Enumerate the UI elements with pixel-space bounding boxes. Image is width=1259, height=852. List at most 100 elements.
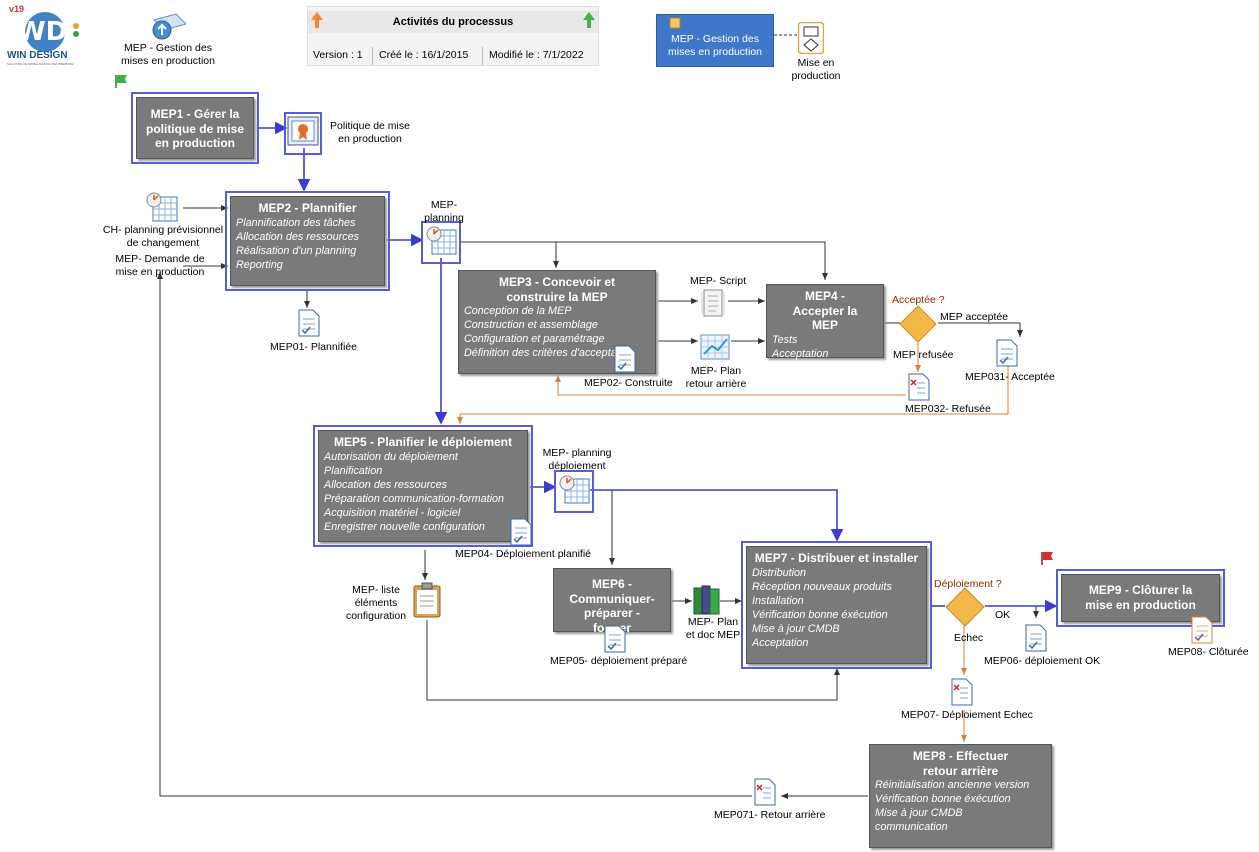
script-label: MEP- Script xyxy=(690,275,747,287)
down-arrow-icon[interactable] xyxy=(582,11,596,34)
process-item: Planification xyxy=(324,464,383,477)
rejected-document-icon[interactable] xyxy=(908,373,930,401)
process-item: Mise à jour CMDB xyxy=(752,622,840,635)
books-icon[interactable] xyxy=(693,584,721,621)
decision-deploiement-yes: OK xyxy=(995,609,1011,621)
document-icon[interactable] xyxy=(604,625,626,653)
process-item: Réalisation d'un planning xyxy=(236,244,357,257)
decision-acceptee[interactable] xyxy=(899,305,937,348)
mep04-label: MEP04- Déploiement planifié xyxy=(455,548,591,560)
process-item: Tests xyxy=(772,333,798,346)
process-item: Distribution xyxy=(752,566,807,579)
process-item: Allocation des ressources xyxy=(324,478,448,491)
process-item: Configuration et paramétrage xyxy=(464,333,605,345)
start-flag-icon xyxy=(114,73,130,94)
process-item: Allocation des ressources xyxy=(236,230,360,243)
process-title: MEP8 - Effectuer retour arrière xyxy=(912,749,1009,778)
document-icon[interactable] xyxy=(1025,624,1047,652)
svg-text:WD: WD xyxy=(17,17,67,47)
planning-label: MEP- planning xyxy=(424,199,464,224)
script-icon[interactable] xyxy=(700,288,728,323)
process-item: Autorisation du déploiement xyxy=(324,450,458,463)
process-item: Plannification des tâches xyxy=(236,216,356,229)
decision-acceptee-yes: MEP acceptée xyxy=(940,311,1009,323)
document-icon[interactable] xyxy=(298,309,320,337)
calendar-icon[interactable] xyxy=(554,470,594,513)
store-icon xyxy=(797,21,825,55)
process-item: Préparation communication-formation xyxy=(324,492,505,505)
parent-process-label: MEP - Gestion des mises en production xyxy=(668,33,762,58)
calendar-icon[interactable] xyxy=(421,221,461,264)
mep07-label: MEP07- Déploiement Echec xyxy=(901,709,1033,721)
decision-deploiement[interactable] xyxy=(945,587,985,632)
certificate-icon[interactable] xyxy=(284,112,322,155)
ch-planning-label: CH- planning prévisionnel de changement xyxy=(102,224,224,249)
mep031-label: MEP031- Acceptée xyxy=(965,371,1055,383)
plan-doc-label: MEP- Plan et doc MEP xyxy=(685,616,741,641)
process-item: Vérification bonne éxécution xyxy=(752,608,888,621)
mep032-label: MEP032- Refusée xyxy=(905,403,991,415)
decision-acceptee-no: MEP refusée xyxy=(893,349,954,361)
chart-icon[interactable] xyxy=(700,334,730,365)
decision-acceptee-question: Acceptée ? xyxy=(892,294,945,306)
process-mep8[interactable]: MEP8 - Effectuer retour arrière Réinitia… xyxy=(869,744,1052,848)
flag-icon xyxy=(669,17,681,33)
process-item: Mise à jour CMDB xyxy=(875,807,963,819)
process-mep1[interactable]: MEP1 - Gérer la politique de mise en pro… xyxy=(131,92,259,164)
process-item: Réception nouveaux produits xyxy=(752,580,892,593)
process-item: Conception de la MEP xyxy=(464,305,572,317)
calendar-icon[interactable] xyxy=(145,191,179,228)
process-item: Acceptation xyxy=(772,347,829,360)
plan-retour-label: MEP- Plan retour arrière xyxy=(685,365,747,390)
liste-label: MEP- liste éléments configuration xyxy=(345,584,407,622)
mep05-label: MEP05- déploiement préparé xyxy=(550,655,688,667)
document-icon[interactable] xyxy=(996,339,1018,367)
process-mep2[interactable]: MEP2 - Plannifier Plannification des tâc… xyxy=(225,191,390,291)
process-item: Vérification bonne éxécution xyxy=(875,793,1011,805)
document-icon[interactable] xyxy=(1191,616,1213,644)
document-icon[interactable] xyxy=(510,518,532,546)
mep02-label: MEP02- Construite xyxy=(584,377,673,389)
process-title: MEP9 - Clôturer la mise en production xyxy=(1085,583,1196,612)
process-header: Activités du processus Version : 1 Créé … xyxy=(307,6,599,66)
process-mep9[interactable]: MEP9 - Clôturer la mise en production xyxy=(1056,569,1225,627)
process-up-icon[interactable] xyxy=(146,12,187,42)
header-title: Activités du processus xyxy=(308,11,598,33)
header-created: Créé le : 16/1/2015 xyxy=(379,49,469,61)
process-title: MEP5 - Planifier le déploiement xyxy=(333,435,513,449)
decision-deploiement-question: Déploiement ? xyxy=(934,578,1002,590)
logo-name: WIN DESIGN xyxy=(7,50,68,61)
process-item: Installation xyxy=(752,594,804,607)
demande-label: MEP- Demande de mise en production xyxy=(115,253,205,278)
process-title: MEP7 - Distribuer et installer xyxy=(754,551,919,565)
process-item: Acquisition matériel - logiciel xyxy=(324,506,461,519)
process-item: Réinitialisation ancienne version xyxy=(875,779,1030,791)
process-item: Définition des critères d'acceptation xyxy=(464,347,635,359)
mep01-label: MEP01- Plannifiée xyxy=(270,341,357,353)
windesign-logo: WD v19 WIN DESIGN SOLUTION DE MODÉLISATI… xyxy=(5,4,83,68)
mep08-label: MEP08- Clôturée xyxy=(1168,646,1249,658)
process-mep6[interactable]: MEP6 - Communiquer-préparer - former xyxy=(553,568,671,635)
store-label: Mise en production xyxy=(791,57,841,82)
process-title: MEP2 - Plannifier xyxy=(258,201,357,215)
process-mep7[interactable]: MEP7 - Distribuer et installer Distribut… xyxy=(741,541,932,669)
header-modified: Modifié le : 7/1/2022 xyxy=(489,49,584,61)
process-mep4[interactable]: MEP4 - Accepter la MEP Tests Acceptation xyxy=(766,284,884,360)
parent-process-box[interactable]: MEP - Gestion des mises en production xyxy=(656,14,774,67)
process-item: Acceptation xyxy=(752,636,809,649)
up-arrow-icon[interactable] xyxy=(310,11,324,34)
rejected-document-icon[interactable] xyxy=(951,678,973,706)
process-item: Reporting xyxy=(236,258,283,271)
header-version: Version : 1 xyxy=(313,49,363,61)
rejected-document-icon[interactable] xyxy=(754,778,776,806)
process-title: MEP4 - Accepter la MEP xyxy=(792,289,858,332)
logo-tagline: SOLUTION DE MODÉLISATION D'ENTREPRISE xyxy=(7,62,74,66)
process-item: Construction et assemblage xyxy=(464,319,598,331)
clipboard-icon[interactable] xyxy=(412,582,442,623)
document-icon[interactable] xyxy=(614,345,636,373)
process-item: Enregistrer nouvelle configuration xyxy=(324,520,485,533)
mep06-label: MEP06- déploiement OK xyxy=(984,655,1101,667)
decision-deploiement-no: Echec xyxy=(954,632,984,644)
process-mep5[interactable]: MEP5 - Planifier le déploiement Autorisa… xyxy=(313,425,533,547)
